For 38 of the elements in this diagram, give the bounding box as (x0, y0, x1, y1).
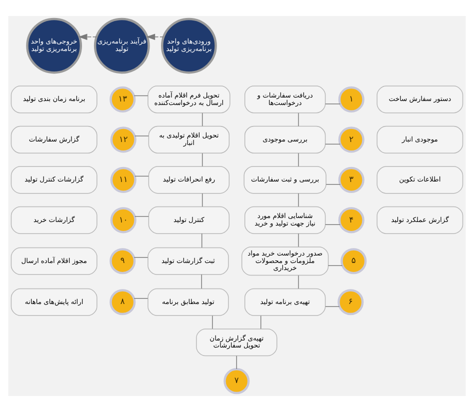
connector (202, 112, 203, 126)
node-circle: ۵ (340, 248, 367, 274)
connector (298, 275, 299, 289)
connector (298, 112, 299, 126)
connector (134, 95, 148, 96)
node-circle: ۱۲ (110, 126, 136, 153)
connector (324, 224, 341, 225)
connector (212, 315, 213, 330)
node-circle: ۴ (338, 207, 364, 234)
connector (201, 274, 202, 289)
connector (298, 193, 299, 207)
node-circle: ۱۰ (110, 207, 136, 234)
connector (134, 216, 149, 217)
node-circle: ۱ (338, 86, 364, 112)
connector (236, 356, 237, 370)
connector (202, 152, 203, 167)
connector (298, 152, 299, 167)
node-circle: ۹ (110, 248, 136, 274)
connector (134, 298, 148, 299)
connector (201, 233, 202, 248)
node-circle: ۸ (110, 289, 136, 316)
arrow (78, 34, 97, 40)
node-circle: ۶ (338, 289, 364, 316)
connector (134, 257, 148, 258)
node-circle: ۲ (338, 126, 364, 153)
connector (326, 184, 341, 185)
connector (260, 315, 262, 330)
connector (325, 306, 340, 307)
node-circle: ۳ (338, 166, 364, 193)
arrow (146, 34, 164, 40)
node-circle: ۷ (224, 368, 250, 394)
connector (324, 144, 341, 145)
node-circle: ۱۳ (110, 86, 136, 112)
connector (328, 265, 343, 266)
node-circle: ۱۱ (110, 166, 136, 193)
connector (298, 233, 299, 248)
connector (202, 193, 203, 207)
connector (134, 176, 149, 177)
